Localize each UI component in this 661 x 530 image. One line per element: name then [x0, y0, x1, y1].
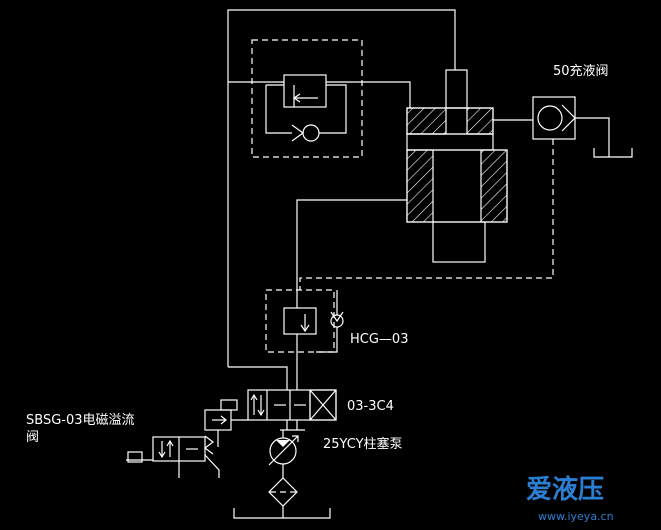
watermark-logo: 爱液压 www.iyeya.cn [526, 475, 614, 523]
top-return-line [227, 9, 456, 367]
main-cylinder [406, 69, 533, 263]
directional-valve: 03-3C4 [247, 389, 394, 431]
main-pressure-line [296, 199, 407, 308]
left-return-line [228, 366, 288, 390]
relief-valve-label-line1: SBSG-03电磁溢流 [26, 413, 135, 428]
hcg-label: HCG—03 [350, 332, 408, 347]
directional-valve-label: 03-3C4 [347, 399, 394, 414]
solenoid-relief-valve: SBSG-03电磁溢流 阀 [26, 399, 248, 478]
relief-valve-label-line2: 阀 [26, 430, 39, 445]
fill-valve: 50充液阀 [532, 63, 633, 158]
hcg-valve: HCG—03 [265, 289, 408, 353]
fill-valve-label: 50充液阀 [553, 63, 609, 79]
watermark-url: www.iyeya.cn [538, 510, 614, 523]
filter [233, 477, 331, 519]
piston-pump: 25YCY柱塞泵 [268, 430, 403, 478]
pilot-dashed-line [299, 139, 554, 290]
watermark-brand: 爱液压 [526, 475, 604, 505]
pilot-check-valve-block [228, 39, 411, 158]
pump-label: 25YCY柱塞泵 [323, 436, 403, 452]
